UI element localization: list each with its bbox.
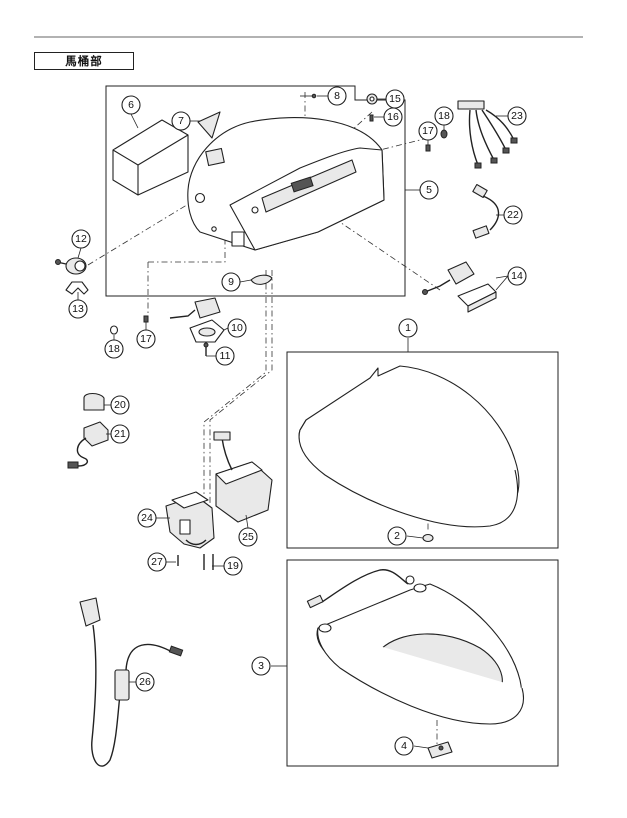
- svg-text:18: 18: [108, 343, 120, 355]
- svg-text:13: 13: [72, 303, 84, 315]
- svg-text:21: 21: [114, 428, 126, 440]
- callout-4: 4: [394, 736, 414, 756]
- callout-13: 13: [68, 299, 88, 319]
- assembly-lines: [87, 92, 441, 745]
- callout-17-lower: 17: [136, 329, 156, 349]
- svg-text:2: 2: [394, 530, 400, 542]
- callout-19: 19: [223, 556, 243, 576]
- seat-frame: [286, 559, 559, 767]
- callout-8: 8: [327, 86, 347, 106]
- callout-17-top: 17: [418, 121, 438, 141]
- svg-text:16: 16: [387, 111, 399, 123]
- callout-1: 1: [398, 318, 418, 338]
- part-17-screw-top: [425, 144, 431, 152]
- part-9-pad: [250, 274, 273, 285]
- part-15-nut: [366, 93, 378, 105]
- svg-text:7: 7: [178, 115, 184, 127]
- callout-7: 7: [171, 111, 191, 131]
- part-16-pin: [369, 114, 374, 122]
- part-25-module: [213, 431, 273, 523]
- part-10-bracket: [169, 297, 225, 343]
- svg-text:27: 27: [151, 556, 163, 568]
- part-1-seat-cover: [298, 365, 520, 528]
- callout-16: 16: [383, 107, 403, 127]
- svg-text:14: 14: [511, 270, 523, 282]
- svg-text:25: 25: [242, 531, 254, 543]
- callout-24: 24: [137, 508, 157, 528]
- callout-6: 6: [121, 95, 141, 115]
- callout-12: 12: [71, 229, 91, 249]
- svg-text:5: 5: [426, 184, 432, 196]
- section-title: 馬桶部: [34, 52, 134, 70]
- callout-11: 11: [215, 346, 235, 366]
- callout-22: 22: [503, 205, 523, 225]
- seat-cover-frame: [286, 351, 559, 549]
- part-14-module: [422, 261, 497, 313]
- svg-text:9: 9: [228, 276, 234, 288]
- svg-text:26: 26: [139, 676, 151, 688]
- leader-lines: [77, 95, 509, 749]
- part-21-switch: [67, 421, 109, 469]
- callout-25: 25: [238, 527, 258, 547]
- part-20-cap: [83, 392, 105, 411]
- part-23-harness-bundle: [457, 100, 518, 169]
- part-17-screw-lower: [143, 315, 149, 323]
- part-26-power-cord: [79, 597, 184, 767]
- callout-27: 27: [147, 552, 167, 572]
- callout-15: 15: [385, 89, 405, 109]
- svg-text:24: 24: [141, 512, 153, 524]
- part-18-cap-top: [440, 129, 448, 139]
- svg-text:3: 3: [258, 660, 264, 672]
- svg-text:1: 1: [405, 322, 411, 334]
- svg-text:17: 17: [140, 333, 152, 345]
- callout-21: 21: [110, 424, 130, 444]
- part-24-valve-unit: [165, 491, 215, 549]
- part-4-bracket: [427, 741, 453, 759]
- svg-text:20: 20: [114, 399, 126, 411]
- callout-23: 23: [507, 106, 527, 126]
- callout-20: 20: [110, 395, 130, 415]
- svg-text:4: 4: [401, 740, 407, 752]
- part-19-screws: [203, 554, 214, 570]
- part-13-clip: [65, 281, 89, 295]
- svg-text:11: 11: [220, 350, 231, 362]
- callout-18-lower: 18: [104, 339, 124, 359]
- svg-text:6: 6: [128, 99, 134, 111]
- svg-text:18: 18: [438, 110, 450, 122]
- callout-26: 26: [135, 672, 155, 692]
- part-11-screw: [203, 342, 209, 356]
- main-body-housing: [187, 117, 385, 251]
- part-18-cap-lower: [109, 325, 119, 335]
- main-body-frame: [105, 85, 406, 297]
- part-22-harness: [472, 183, 500, 239]
- svg-text:22: 22: [507, 209, 519, 221]
- callout-10: 10: [227, 318, 247, 338]
- part-2-bumper: [422, 533, 434, 543]
- svg-text:12: 12: [75, 233, 87, 245]
- svg-text:8: 8: [334, 90, 340, 102]
- callout-2: 2: [387, 526, 407, 546]
- callout-18-top: 18: [434, 106, 454, 126]
- part-3-seat-ring: [306, 569, 524, 725]
- svg-text:17: 17: [422, 125, 434, 137]
- svg-text:10: 10: [231, 322, 243, 334]
- svg-text:19: 19: [227, 560, 239, 572]
- part-8-screw: [300, 93, 317, 99]
- callout-14: 14: [507, 266, 527, 286]
- svg-text:23: 23: [511, 110, 523, 122]
- svg-text:15: 15: [389, 93, 401, 105]
- part-7-knob: [197, 111, 221, 139]
- part-12-sensor: [55, 257, 87, 275]
- callout-9: 9: [221, 272, 241, 292]
- callout-5: 5: [419, 180, 439, 200]
- callout-3: 3: [251, 656, 271, 676]
